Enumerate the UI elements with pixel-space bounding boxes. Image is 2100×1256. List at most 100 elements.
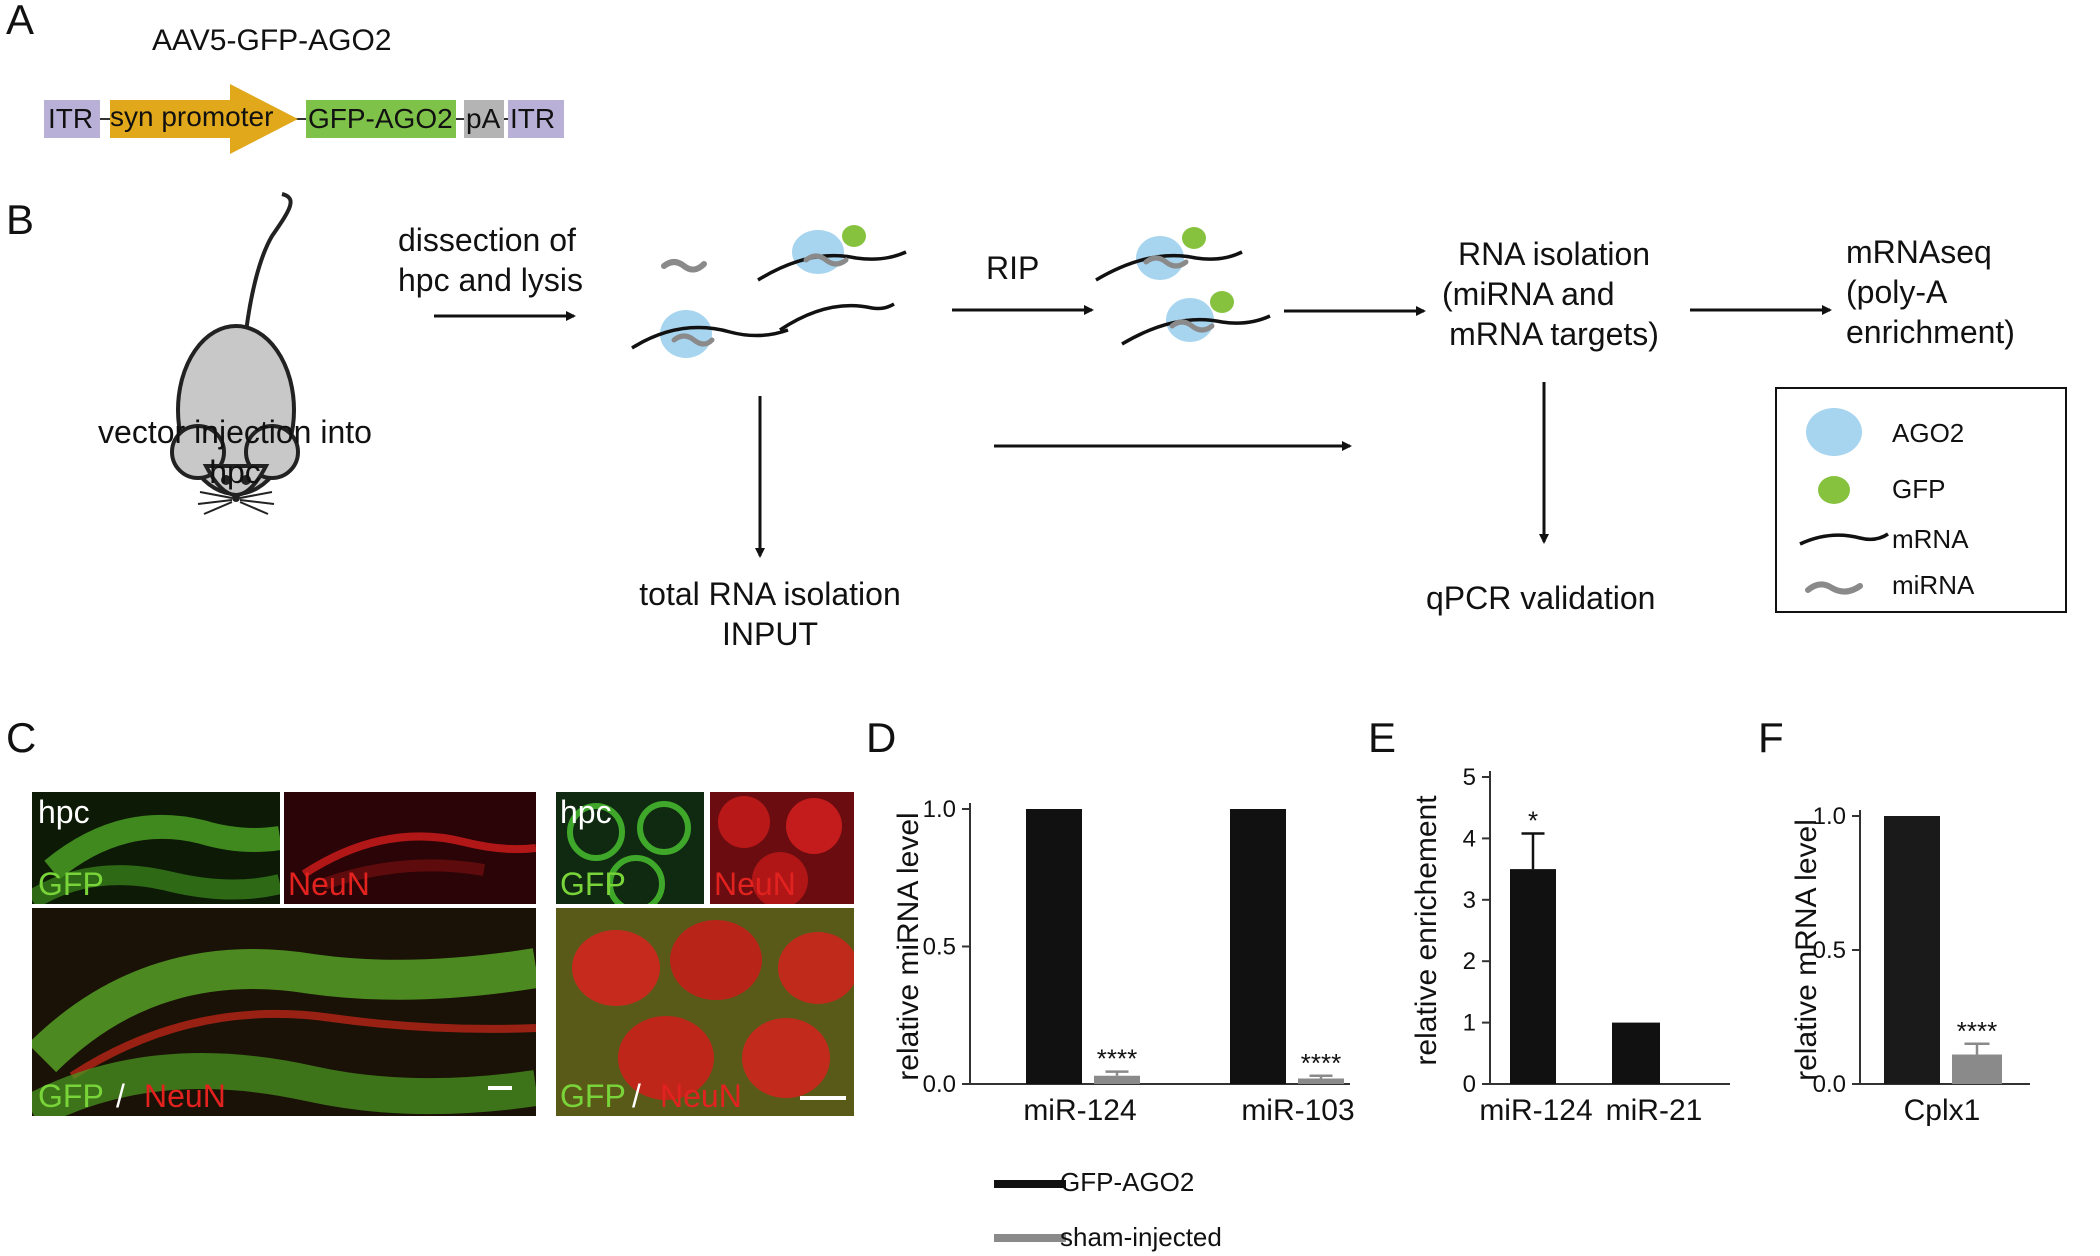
panel-letter-f: F	[1758, 714, 1784, 761]
step-mrnaseq-line1: mRNAseq	[1846, 234, 1992, 270]
y-tick-label: 1.0	[1813, 803, 1846, 830]
construct-title: AAV5-GFP-AGO2	[152, 24, 392, 57]
merge-zoom-image	[572, 920, 854, 1100]
y-tick-label: 0.0	[1813, 1071, 1846, 1098]
y-tick-label: 1	[1463, 1010, 1476, 1037]
legend-ago2-label: AGO2	[1892, 418, 1965, 448]
step-rna-isolation-label: RNA isolation (miRNA and mRNA targets)	[1424, 234, 1684, 354]
panel-letter-e: E	[1368, 714, 1397, 761]
bar	[1612, 1022, 1660, 1084]
itr-right-label: ITR	[510, 103, 556, 134]
legend-mrna-symbol	[1799, 532, 1889, 546]
lysate-complexes	[631, 225, 907, 358]
workflow-diagram	[170, 192, 2067, 613]
step-rna-isolation-line1: RNA isolation	[1457, 236, 1651, 272]
gfp-hpc-channel-label: GFP	[38, 866, 104, 902]
merge-zoom-slash: /	[632, 1078, 641, 1114]
panel-letter-b: B	[6, 196, 35, 243]
neun-hpc-image	[301, 832, 536, 890]
gfp-zoom-image	[567, 801, 691, 904]
significance-label: ****	[1957, 1016, 1997, 1046]
step-rna-isolation-line3: mRNA targets)	[1449, 316, 1659, 352]
step-total-rna-line1: total RNA isolation	[639, 576, 901, 612]
y-tick-label: 4	[1463, 825, 1476, 852]
step-injection-label: vector injection into hpc	[60, 412, 410, 492]
y-tick-label: 0.5	[923, 934, 956, 961]
legend-sham-label: sham-injected	[1060, 1222, 1222, 1252]
bar	[1026, 809, 1082, 1084]
step-dissection-line1: dissection of	[398, 222, 576, 258]
step-injection-line2: hpc	[209, 454, 261, 490]
gfp-hpc-top-label: hpc	[38, 794, 90, 830]
step-dissection-line2: hpc and lysis	[398, 262, 583, 298]
y-axis-label: relative enrichement	[1410, 795, 1443, 1066]
y-tick-label: 0.5	[1813, 937, 1846, 964]
category-label: miR-124	[1023, 1094, 1136, 1127]
step-rip-label: RIP	[986, 250, 1040, 286]
vector-construct: ITR syn promoter GFP-AGO2 pA ITR	[44, 82, 564, 160]
step-mrnaseq-line3: enrichment)	[1846, 314, 2015, 350]
category-label: miR-124	[1479, 1094, 1592, 1127]
micrograph-neun-zoom: NeuN	[710, 792, 854, 904]
micrograph-gfp-zoom: hpc GFP	[556, 792, 704, 904]
bar	[1952, 1054, 2002, 1084]
significance-label: ****	[1097, 1044, 1137, 1074]
mouse-icon	[170, 192, 300, 515]
gene-label: GFP-AGO2	[308, 103, 453, 134]
merge-hpc-image	[32, 948, 536, 1116]
neun-zoom-channel-label: NeuN	[714, 866, 796, 902]
panel-letter-c: C	[6, 714, 37, 761]
legend-gfp-label: GFP	[1892, 474, 1946, 504]
y-tick-label: 0.0	[923, 1071, 956, 1098]
y-tick-label: 5	[1463, 764, 1476, 791]
merge-zoom-neun-label: NeuN	[660, 1078, 742, 1114]
pa-box	[464, 100, 504, 138]
category-label: Cplx1	[1904, 1094, 1981, 1127]
construct-diagram	[44, 84, 564, 154]
step-qpcr-label: qPCR validation	[1426, 580, 1656, 616]
y-axis-label: relative mRNA level	[1790, 819, 1823, 1081]
legend-mrna-label: mRNA	[1892, 524, 1969, 554]
merge-hpc-gfp-label: GFP	[38, 1078, 104, 1114]
gfp-zoom-channel-label: GFP	[560, 866, 626, 902]
itr-right-box	[508, 100, 564, 138]
category-label: miR-21	[1606, 1094, 1703, 1127]
legend-ago2-symbol	[1806, 408, 1862, 456]
step-dissection-label: dissection of hpc and lysis	[398, 220, 583, 300]
legend-d-swatches	[994, 1180, 1066, 1242]
micrograph-merge-zoom: GFP / NeuN	[556, 908, 854, 1116]
step-total-rna-line2: INPUT	[722, 616, 818, 652]
gfp-zoom-top-label: hpc	[560, 794, 612, 830]
micrograph-gfp-hpc: hpc GFP	[32, 792, 280, 904]
step-total-rna-label: total RNA isolation INPUT	[600, 574, 940, 654]
neun-hpc-channel-label: NeuN	[288, 866, 370, 902]
step-injection-line1: vector injection into	[98, 414, 372, 450]
itr-left-label: ITR	[48, 103, 94, 134]
bar	[1510, 869, 1556, 1084]
y-tick-label: 3	[1463, 887, 1476, 914]
legend-mirna-label: miRNA	[1892, 570, 1975, 600]
merge-hpc-slash: /	[116, 1078, 125, 1114]
step-rna-isolation-line2: (miRNA and	[1442, 276, 1615, 312]
merge-hpc-neun-label: NeuN	[144, 1078, 226, 1114]
bar	[1884, 816, 1940, 1084]
category-label: miR-103	[1241, 1094, 1354, 1127]
gfp-hpc-image	[32, 814, 280, 904]
legend-gfp-symbol	[1818, 476, 1850, 504]
y-axis-label: relative miRNA level	[892, 812, 925, 1080]
y-tick-label: 0	[1463, 1071, 1476, 1098]
legend-gfp-ago2-label: GFP-AGO2	[1060, 1167, 1195, 1197]
neun-zoom-image	[718, 796, 842, 904]
y-tick-label: 2	[1463, 948, 1476, 975]
y-tick-label: 1.0	[923, 796, 956, 823]
merge-zoom-gfp-label: GFP	[560, 1078, 626, 1114]
promoter-label: syn promoter	[110, 101, 274, 132]
step-mrnaseq-line2: (poly-A	[1846, 274, 1948, 310]
significance-label: ****	[1301, 1048, 1341, 1078]
panel-letter-d: D	[866, 714, 897, 761]
bar	[1230, 809, 1286, 1084]
bar	[1298, 1078, 1344, 1084]
rip-complexes	[1095, 227, 1271, 346]
